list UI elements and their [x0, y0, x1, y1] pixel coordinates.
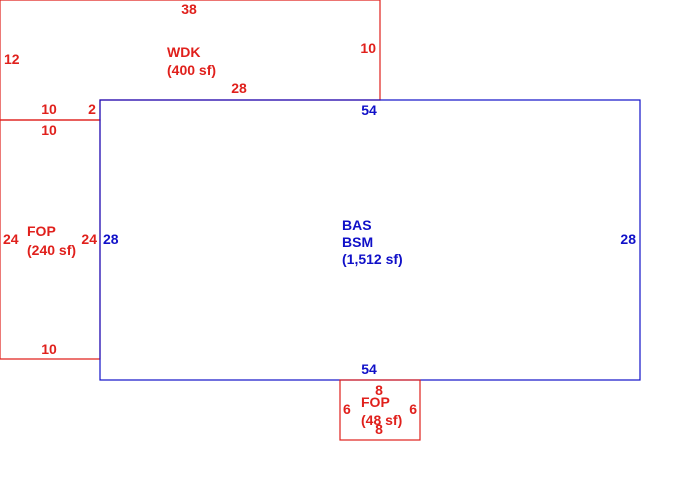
fop-left-dim-top: 10 — [41, 122, 57, 138]
fop-left-name: FOP — [27, 223, 56, 239]
fop-bottom-dim-bottom: 8 — [375, 421, 383, 437]
bas-dim-right: 28 — [620, 231, 636, 247]
bas-dim-left: 28 — [103, 231, 119, 247]
wdk-name: WDK — [167, 44, 200, 60]
wdk-dim-top: 38 — [181, 1, 197, 17]
fop-bottom-outline — [339, 379, 421, 441]
wdk-area: (400 sf) — [167, 62, 216, 78]
wdk-dim-step: 2 — [88, 101, 96, 117]
fop-bottom-dim-top: 8 — [375, 382, 383, 398]
fop-bottom-dim-right: 6 — [409, 401, 417, 417]
bas-dim-bottom: 54 — [361, 361, 377, 377]
fop-left-dim-right: 24 — [81, 231, 97, 247]
wdk-dim-right: 10 — [360, 40, 376, 56]
fop-left-area: (240 sf) — [27, 242, 76, 258]
fop-left-dim-bottom: 10 — [41, 341, 57, 357]
wdk-dim-inner-bottom: 28 — [231, 80, 247, 96]
fop-bottom-area: (48 sf) — [361, 412, 402, 428]
fop-bottom-name: FOP — [361, 394, 390, 410]
fop-bottom-dim-left: 6 — [343, 401, 351, 417]
bas-area: (1,512 sf) — [342, 251, 403, 267]
bas-dim-top: 54 — [361, 102, 377, 118]
wdk-dim-left: 12 — [4, 51, 20, 67]
fop-left-dim-left: 24 — [3, 231, 19, 247]
wdk-outline — [0, 0, 381, 121]
bsm-name: BSM — [342, 234, 373, 250]
bas-name: BAS — [342, 217, 372, 233]
wdk-dim-bottom-left: 10 — [41, 101, 57, 117]
